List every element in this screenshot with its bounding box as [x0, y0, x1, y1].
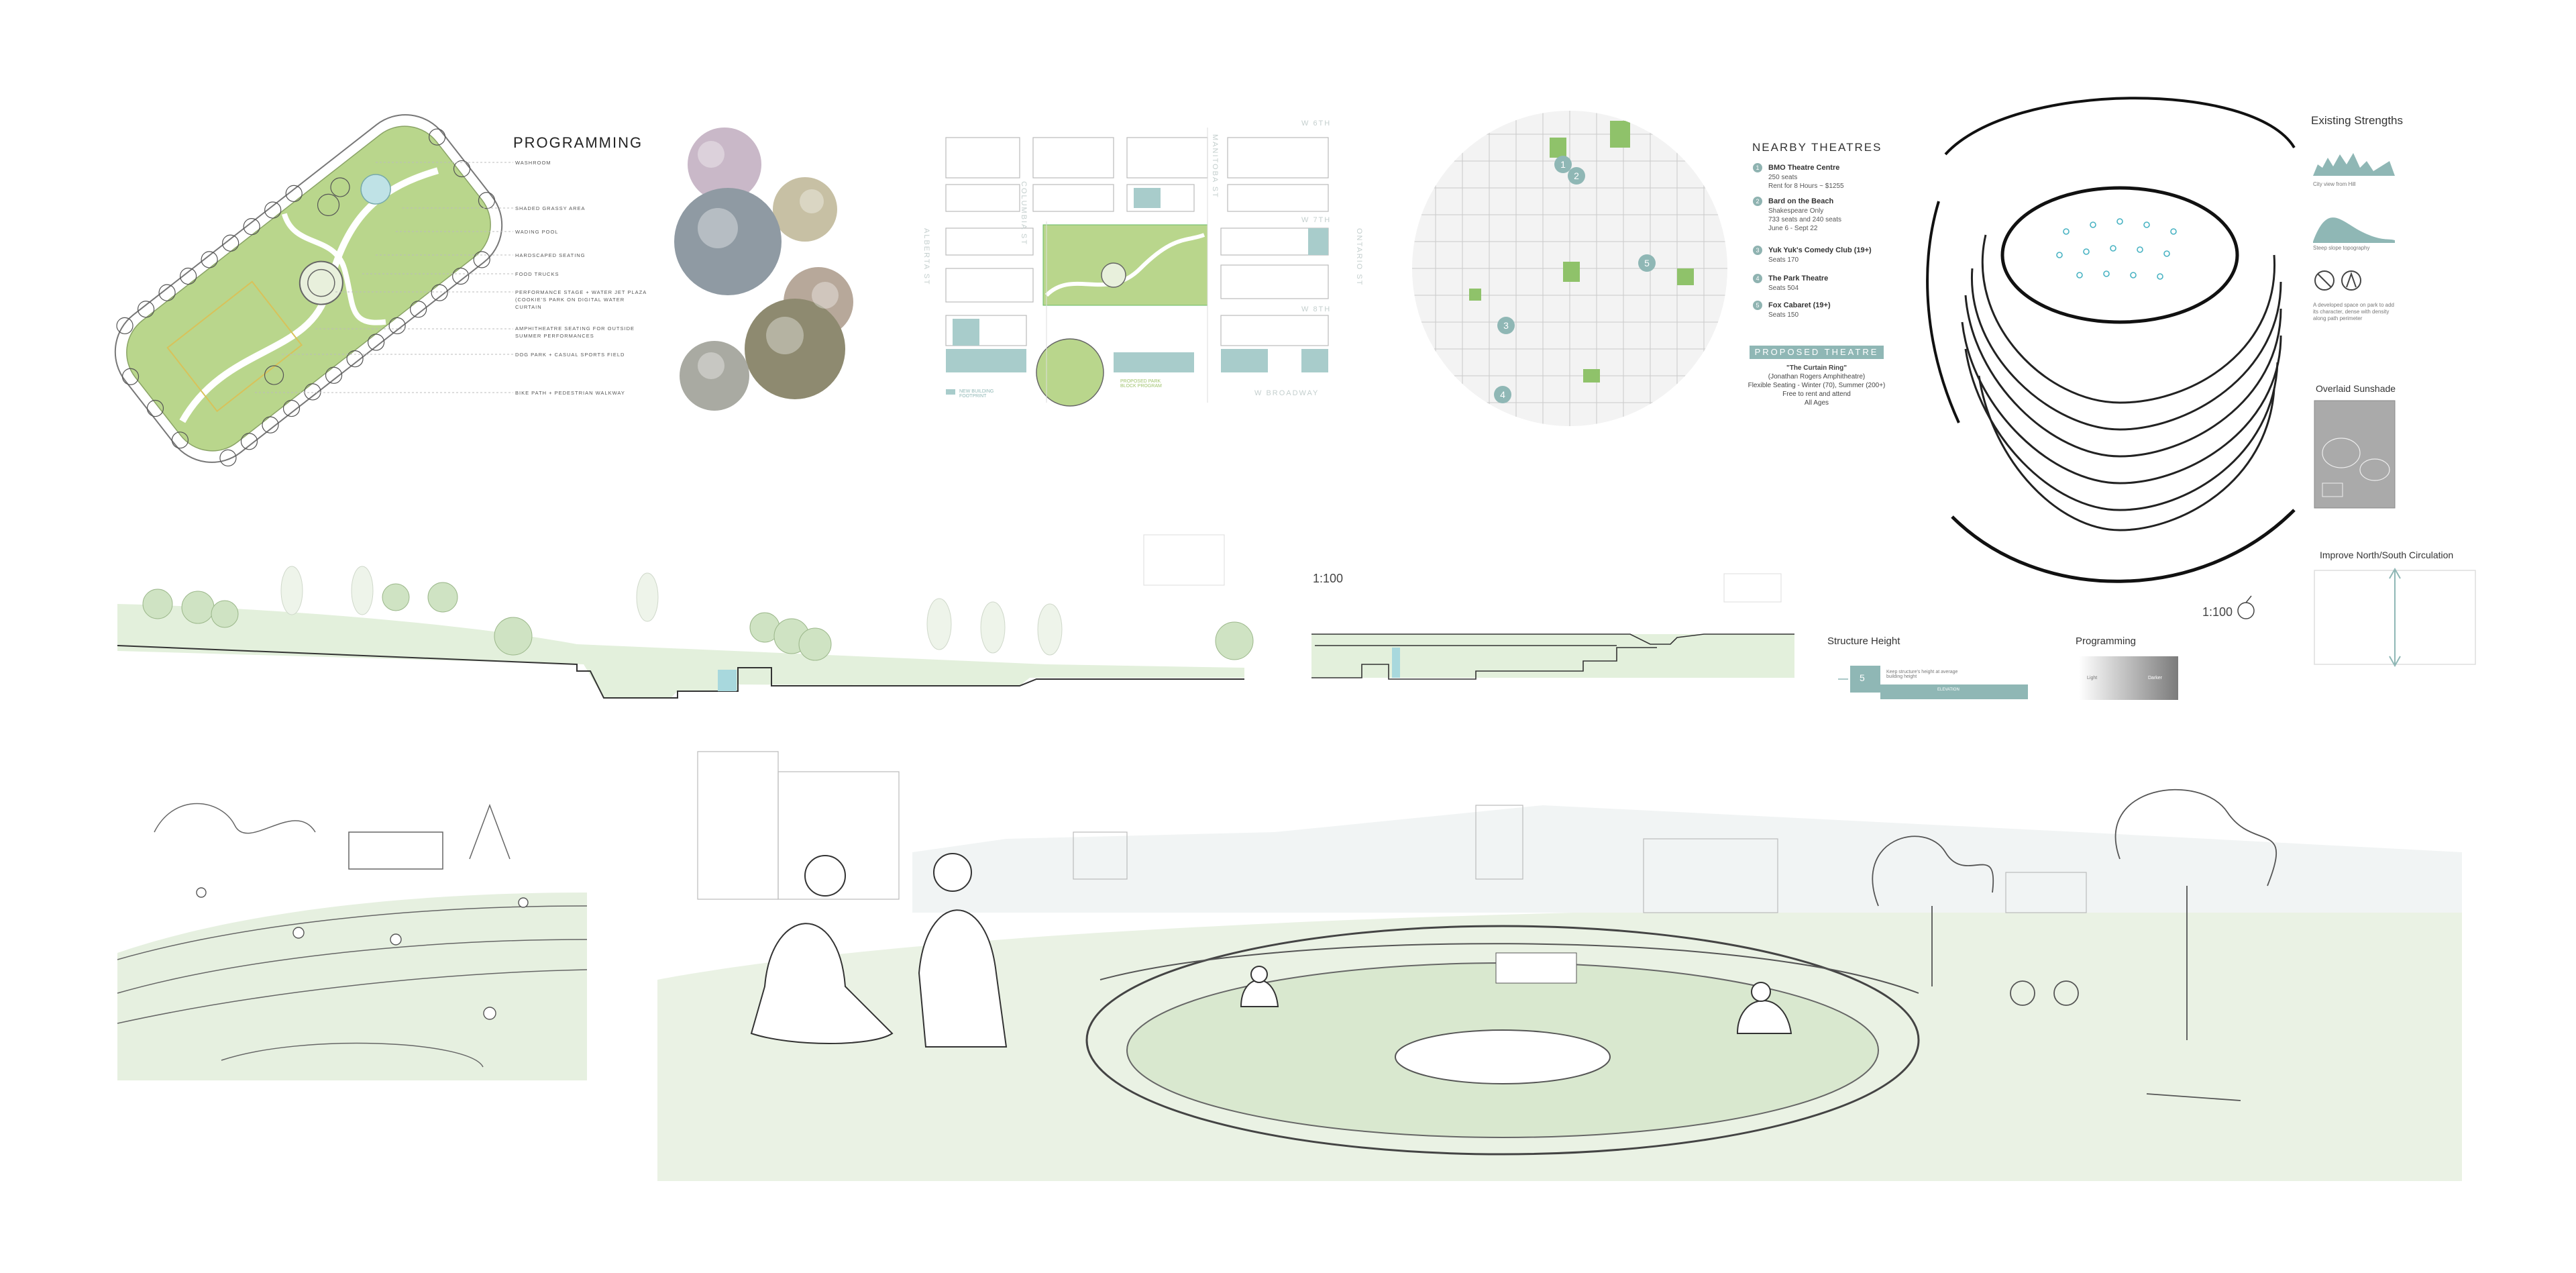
street-label: W BROADWAY [1254, 389, 1320, 397]
theatre-detail: June 6 - Sept 22 [1768, 225, 1818, 232]
programming-gradient [2079, 656, 2178, 700]
proposed-theatre-detail: Free to rent and attend [1782, 391, 1851, 398]
programming-item: PERFORMANCE STAGE + WATER JET PLAZA (COO… [515, 289, 647, 310]
theatre-name: The Park Theatre [1768, 274, 1829, 283]
proposed-theatre-name: "The Curtain Ring" [1786, 364, 1847, 372]
theatre-name: BMO Theatre Centre [1768, 164, 1840, 172]
legend-park: PROPOSED PARK BLOCK PROGRAM [1120, 379, 1162, 389]
svg-text:2: 2 [1574, 170, 1579, 181]
structure-height-value: 5 [1860, 672, 1865, 683]
circulation-title: Improve North/South Circulation [2320, 550, 2454, 560]
programming-item: FOOD TRUCKS [515, 271, 559, 277]
street-label: W 7TH [1301, 216, 1332, 224]
plan-scale: 1:100 [2202, 605, 2233, 619]
theatre-detail: Rent for 8 Hours ~ $1255 [1768, 183, 1844, 190]
theatre-detail: Seats 504 [1768, 285, 1799, 292]
theatre-number: 4 [1753, 274, 1762, 283]
proposed-theatre-detail: Flexible Seating - Winter (70), Summer (… [1748, 382, 1886, 389]
theatre-detail: Seats 170 [1768, 256, 1799, 264]
theatre-name: Bard on the Beach [1768, 197, 1834, 205]
programming-item: BIKE PATH + PEDESTRIAN WALKWAY [515, 390, 625, 396]
structure-height-title: Structure Height [1827, 635, 1900, 647]
legend-building: NEW BUILDING FOOTPRINT [959, 389, 994, 399]
programming-item: WADING POOL [515, 229, 559, 235]
programming-item: DOG PARK + CASUAL SPORTS FIELD [515, 352, 625, 358]
programming-item: HARDSCAPED SEATING [515, 252, 586, 258]
street-label: ONTARIO ST [1355, 228, 1363, 287]
theatre-name: Yuk Yuk's Comedy Club (19+) [1768, 246, 1872, 254]
programming-item: WASHROOM [515, 160, 551, 166]
theatre-name: Fox Cabaret (19+) [1768, 301, 1831, 309]
strength-item: City view from Hill [2313, 181, 2356, 187]
street-label: ALBERTA ST [922, 228, 930, 286]
programming-item: SHADED GRASSY AREA [515, 205, 586, 211]
proposed-theatre-detail: (Jonathan Rogers Amphitheatre) [1768, 373, 1866, 380]
gradient-light-label: Light [2087, 676, 2098, 680]
svg-text:3: 3 [1503, 320, 1509, 331]
strength-item: Steep slope topography [2313, 245, 2370, 251]
theatre-number: 3 [1753, 246, 1762, 255]
programming-gradient-title: Programming [2076, 635, 2137, 647]
svg-text:1: 1 [1560, 159, 1566, 170]
theatre-detail: 250 seats [1768, 174, 1798, 181]
svg-text:4: 4 [1500, 389, 1505, 400]
theatres-title: NEARBY THEATRES [1752, 141, 1882, 154]
proposed-theatre-detail: All Ages [1804, 399, 1829, 407]
programming-title: PROGRAMMING [513, 134, 643, 151]
strength-item: A developed space on park to add its cha… [2313, 302, 2394, 321]
gradient-dark-label: Darker [2148, 676, 2163, 680]
street-label: MANITOBA ST [1211, 134, 1219, 199]
theatre-number: 2 [1753, 197, 1762, 206]
street-label: COLUMBIA ST [1020, 181, 1028, 246]
structure-height-note: Keep structure's height at average build… [1886, 670, 1958, 679]
proposed-theatre-banner: PROPOSED THEATRE [1750, 346, 1884, 359]
sunshade-title: Overlaid Sunshade [2316, 383, 2396, 394]
street-label: W 6TH [1301, 119, 1332, 128]
strengths-title: Existing Strengths [2311, 114, 2404, 127]
section-scale: 1:100 [1313, 572, 1344, 585]
structure-height-axis: ELEVATION [1937, 688, 1960, 692]
street-label: W 8TH [1301, 305, 1332, 313]
theatre-detail: Seats 150 [1768, 311, 1799, 319]
svg-text:5: 5 [1644, 258, 1650, 268]
theatre-detail: Shakespeare Only [1768, 207, 1824, 215]
theatre-detail: 733 seats and 240 seats [1768, 216, 1841, 223]
theatre-number: 5 [1753, 301, 1762, 310]
theatre-number: 1 [1753, 163, 1762, 172]
programming-item: AMPHITHEATRE SEATING FOR OUTSIDE SUMMER … [515, 325, 635, 339]
